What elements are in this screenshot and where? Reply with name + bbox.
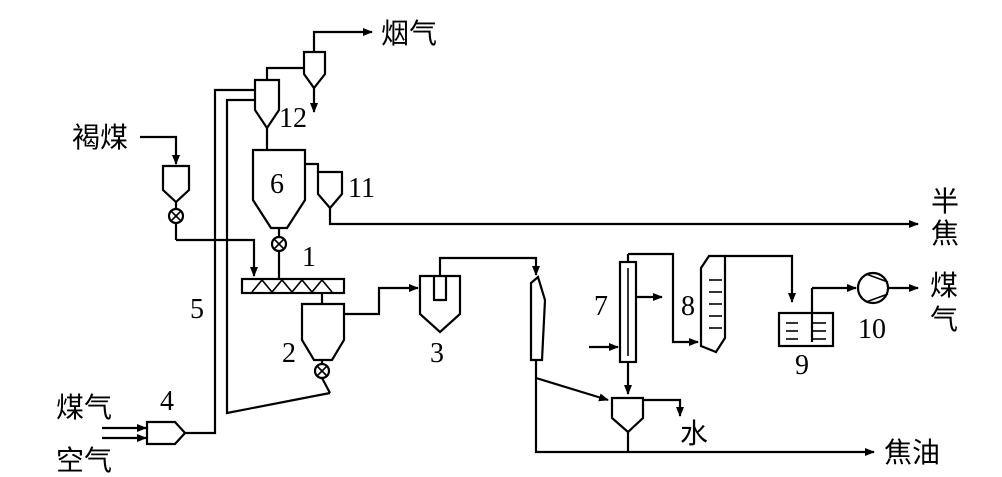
num-6: 6 xyxy=(270,169,284,200)
label-coal-gas-product-2: 气 xyxy=(930,303,958,336)
line-8-to-9 xyxy=(725,254,796,303)
num-4: 4 xyxy=(160,386,174,417)
lignite-hopper xyxy=(161,164,191,240)
gas-to-cyclone-3-line xyxy=(344,284,419,316)
num-8: 8 xyxy=(681,291,695,322)
condenser xyxy=(529,275,547,362)
label-tar: 焦油 xyxy=(884,436,940,469)
label-semi-coke-2: 焦 xyxy=(931,217,959,250)
column-8 xyxy=(699,254,727,354)
num-5: 5 xyxy=(190,294,204,325)
label-air-in: 空气 xyxy=(56,444,112,477)
exchanger-7 xyxy=(618,254,638,395)
label-coal-gas-product-1: 煤 xyxy=(930,269,958,302)
mixer-4 xyxy=(145,420,187,446)
lignite-to-mixer-line xyxy=(176,238,258,277)
label-water: 水 xyxy=(680,417,708,450)
label-lignite: 褐煤 xyxy=(72,121,128,154)
cyclone-3 xyxy=(418,274,462,334)
silo-6 xyxy=(251,148,307,278)
label-semi-coke-1: 半 xyxy=(931,185,959,218)
pump-10 xyxy=(856,271,890,305)
line-7-to-8-top xyxy=(628,252,699,346)
separator xyxy=(610,396,645,452)
num-7: 7 xyxy=(594,291,608,322)
num-10: 10 xyxy=(858,314,886,345)
riser-pipe-5 xyxy=(185,88,331,435)
num-9: 9 xyxy=(795,350,809,381)
secondary-cyclone xyxy=(302,50,327,113)
tar-line xyxy=(534,360,875,456)
semi-coke-line xyxy=(328,208,919,228)
label-coal-gas-in: 煤气 xyxy=(56,391,112,424)
num-2: 2 xyxy=(282,338,296,369)
vessel-2 xyxy=(300,302,346,394)
num-1: 1 xyxy=(302,242,316,273)
condensate-line xyxy=(535,376,609,402)
label-flue-gas: 烟气 xyxy=(381,17,437,50)
tank-9 xyxy=(777,288,835,348)
screw-mixer-1 xyxy=(240,277,346,304)
flue-gas-line xyxy=(265,66,304,80)
num-11: 11 xyxy=(348,173,375,204)
num-12: 12 xyxy=(279,103,307,134)
flue-gas-outlet-line xyxy=(312,28,373,52)
gas-to-condenser-line xyxy=(438,256,540,276)
silo-to-cyclone-11-line xyxy=(305,162,320,172)
cyclone-11 xyxy=(316,170,344,210)
water-line xyxy=(643,398,684,417)
lignite-feed-line xyxy=(140,135,180,165)
cyclone-12 xyxy=(253,78,281,150)
num-3: 3 xyxy=(430,338,444,369)
